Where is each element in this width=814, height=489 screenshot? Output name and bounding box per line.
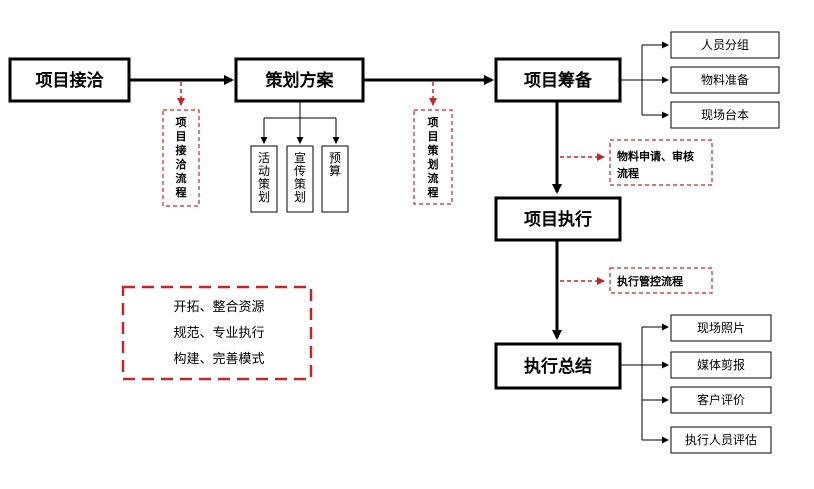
node-prep-label: 项目筹备 (524, 70, 593, 91)
summary-output-0: 现场照片 (670, 314, 772, 342)
plan-part-0-label: 活动策划 (258, 151, 270, 204)
process-contact: 项目接洽流程 (162, 109, 200, 207)
principles-box: 开拓、整合资源 规范、专业执行 构建、完善模式 (121, 285, 313, 381)
node-contact: 项目接洽 (8, 57, 131, 103)
principle-1: 规范、专业执行 (173, 326, 264, 341)
prep-outputs-bracket (620, 41, 669, 119)
process-material-label-line2: 流程 (617, 166, 639, 180)
plan-part-0: 活动策划 (250, 145, 278, 213)
summary-output-1: 媒体剪报 (670, 351, 772, 379)
process-contact-label: 项目接洽流程 (176, 116, 188, 199)
plan-parts-bracket (260, 101, 340, 144)
summary-output-3-label: 执行人员评估 (685, 433, 757, 447)
node-contact-label: 项目接洽 (36, 70, 105, 91)
principle-0: 开拓、整合资源 (173, 300, 264, 315)
process-control-label: 执行管控流程 (617, 274, 683, 288)
plan-part-2: 预算 (321, 145, 349, 213)
process-material-label-line1: 物料申请、审核 (617, 149, 694, 163)
node-execution: 项目执行 (494, 196, 622, 242)
principle-2: 构建、完善模式 (173, 351, 264, 367)
prep-output-2: 现场台本 (670, 101, 780, 129)
prep-output-1: 物料准备 (670, 66, 780, 94)
prep-output-0-label: 人员分组 (701, 38, 749, 52)
plan-part-1-label: 宣传策划 (294, 150, 306, 204)
summary-output-2: 客户评价 (670, 386, 772, 414)
summary-output-1-label: 媒体剪报 (697, 357, 745, 372)
summary-output-2-label: 客户评价 (697, 392, 745, 407)
process-plan: 项目策划流程 (413, 109, 453, 205)
node-planning: 策划方案 (234, 57, 365, 103)
process-material: 物料申请、审核 流程 (609, 139, 713, 186)
prep-output-1-label: 物料准备 (701, 73, 749, 87)
process-plan-label: 项目策划流程 (427, 116, 440, 199)
node-prep: 项目筹备 (494, 57, 622, 103)
prep-output-0: 人员分组 (670, 31, 780, 59)
node-summary: 执行总结 (494, 342, 622, 390)
prep-output-2-label: 现场台本 (701, 107, 749, 122)
node-execution-label: 项目执行 (524, 209, 592, 230)
plan-part-2-label: 预算 (329, 151, 341, 178)
node-summary-label: 执行总结 (524, 356, 592, 377)
summary-outputs-bracket (620, 323, 669, 444)
summary-output-0-label: 现场照片 (697, 321, 745, 335)
node-planning-label: 策划方案 (266, 70, 335, 91)
process-control: 执行管控流程 (609, 267, 713, 294)
summary-output-3: 执行人员评估 (670, 426, 772, 454)
plan-part-1: 宣传策划 (286, 145, 314, 213)
